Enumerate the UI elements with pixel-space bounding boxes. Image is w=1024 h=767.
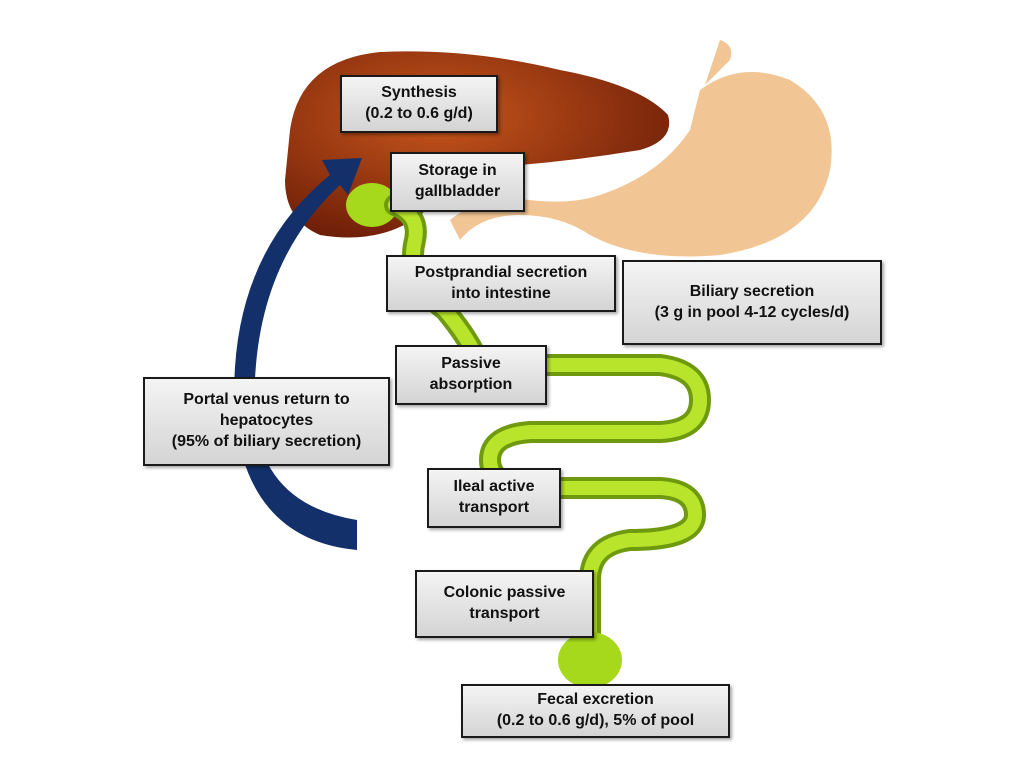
portal-return-arrow [234,158,362,550]
fecal-label: Fecal excretion (0.2 to 0.6 g/d), 5% of p… [461,684,730,738]
gallbladder-shape [346,183,398,227]
synthesis-label: Synthesis (0.2 to 0.6 g/d) [340,75,498,133]
storage-line1: Storage in [418,162,497,180]
fecal-detail: (0.2 to 0.6 g/d), 5% of pool [496,712,695,729]
biliary-detail: (3 g in pool 4-12 cycles/d) [654,303,850,321]
colonic-line2: transport [469,605,540,622]
portal-line1: Portal venus return to [183,391,350,409]
rectum-shape [558,632,622,688]
passive-label: Passive absorption [395,345,547,405]
portal-label: Portal venus return to hepatocytes (95% of… [143,377,390,466]
synthesis-title: Synthesis [381,84,457,102]
synthesis-rate: (0.2 to 0.6 g/d) [365,105,473,122]
portal-line3: (95% of biliary secretion) [171,432,362,450]
storage-label: Storage in gallbladder [390,152,525,212]
postprandial-line1: Postprandial secretion [414,263,588,281]
ileal-line1: Ileal active [453,478,535,496]
passive-line2: absorption [429,376,513,393]
postprandial-line2: into intestine [451,284,551,302]
ileal-label: Ileal active transport [427,468,561,528]
postprandial-label: Postprandial secretion into intestine [386,255,616,312]
colonic-line1: Colonic passive [443,584,566,602]
passive-line1: Passive [441,355,501,373]
storage-line2: gallbladder [414,183,501,200]
colonic-label: Colonic passive transport [415,570,594,638]
biliary-title: Biliary secretion [689,282,815,300]
fecal-title: Fecal excretion [537,691,654,709]
portal-line2: hepatocytes [219,412,314,430]
ileal-line2: transport [458,499,530,516]
stomach-shape [450,40,832,257]
biliary-label: Biliary secretion (3 g in pool 4-12 cycle… [622,260,882,345]
